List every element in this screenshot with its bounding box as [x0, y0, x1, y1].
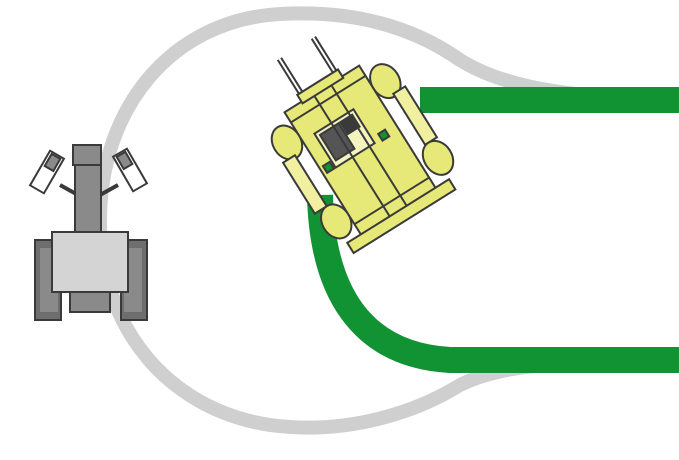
tractor-icon	[28, 144, 149, 321]
self-propelled-mower-icon	[270, 36, 457, 255]
mowed-swath	[307, 87, 679, 373]
